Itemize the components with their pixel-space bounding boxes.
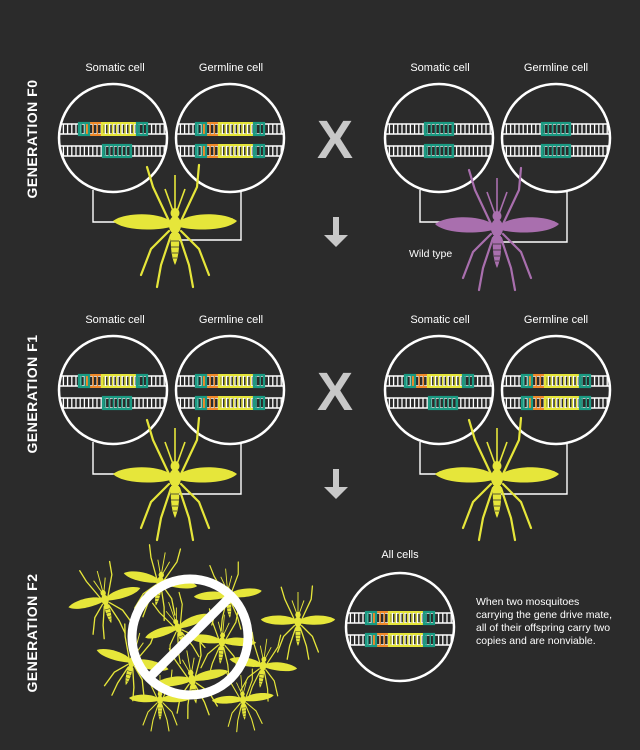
cell-f0-right-somatic — [383, 82, 495, 194]
f0-right-somatic-connector — [419, 190, 453, 223]
f2-offspring-mosquito — [208, 666, 278, 735]
f2-all-cells-label: All cells — [381, 549, 419, 561]
f0-right-germline-connector — [498, 190, 568, 243]
dna-strand — [502, 143, 610, 159]
cell-f2-all-cells — [344, 571, 456, 683]
prohibition-slash — [145, 592, 235, 682]
dna-strand — [385, 143, 493, 159]
dna-strand — [176, 395, 284, 411]
dna-strand — [346, 632, 454, 648]
dna-strand — [59, 395, 167, 411]
dna-strand — [385, 121, 493, 137]
cell-f0-left-germline — [174, 82, 286, 194]
wild-type-label: Wild type — [409, 248, 453, 260]
multiply-icon: X — [317, 110, 353, 170]
dna-strand — [176, 373, 284, 389]
cell-f1-left-germline — [174, 334, 286, 446]
dna-strand — [502, 121, 610, 137]
cell-f1-right-germline — [500, 334, 612, 446]
dna-strand — [59, 143, 167, 159]
f0-right-somatic-label: Somatic cell — [410, 62, 470, 74]
f0-left-somatic-label: Somatic cell — [85, 62, 145, 74]
arrow-down-icon — [324, 217, 348, 247]
f2-offspring-mosquito — [59, 554, 152, 647]
dna-strand — [502, 395, 610, 411]
cell-f0-left-somatic — [57, 82, 169, 194]
dna-strand — [176, 121, 284, 137]
f0-left-germline-label: Germline cell — [198, 62, 264, 74]
f0-left-germline-connector — [176, 190, 242, 241]
cell-f1-left-somatic — [57, 334, 169, 446]
dna-strand — [59, 373, 167, 389]
f1-left-somatic-label: Somatic cell — [85, 314, 145, 326]
f1-left-somatic-connector — [92, 442, 128, 475]
f2-offspring-mosquito — [260, 585, 336, 660]
f2-explanation-note: When two mosquitoes carrying the gene dr… — [476, 596, 612, 647]
arrow-down-icon — [324, 469, 348, 499]
f1-right-somatic-label: Somatic cell — [410, 314, 470, 326]
dna-strand — [385, 373, 493, 389]
dna-strand — [385, 395, 493, 411]
dna-strand — [502, 373, 610, 389]
f1-left-germline-connector — [176, 442, 242, 495]
f1-right-germline-label: Germline cell — [523, 314, 589, 326]
multiply-icon: X — [317, 362, 353, 422]
dna-strand — [346, 610, 454, 626]
cell-f1-right-somatic — [383, 334, 495, 446]
f1-left-germline-label: Germline cell — [198, 314, 264, 326]
cell-f0-right-germline — [500, 82, 612, 194]
prohibition-icon — [127, 574, 253, 700]
f0-right-germline-label: Germline cell — [523, 62, 589, 74]
f1-right-germline-connector — [498, 442, 568, 495]
